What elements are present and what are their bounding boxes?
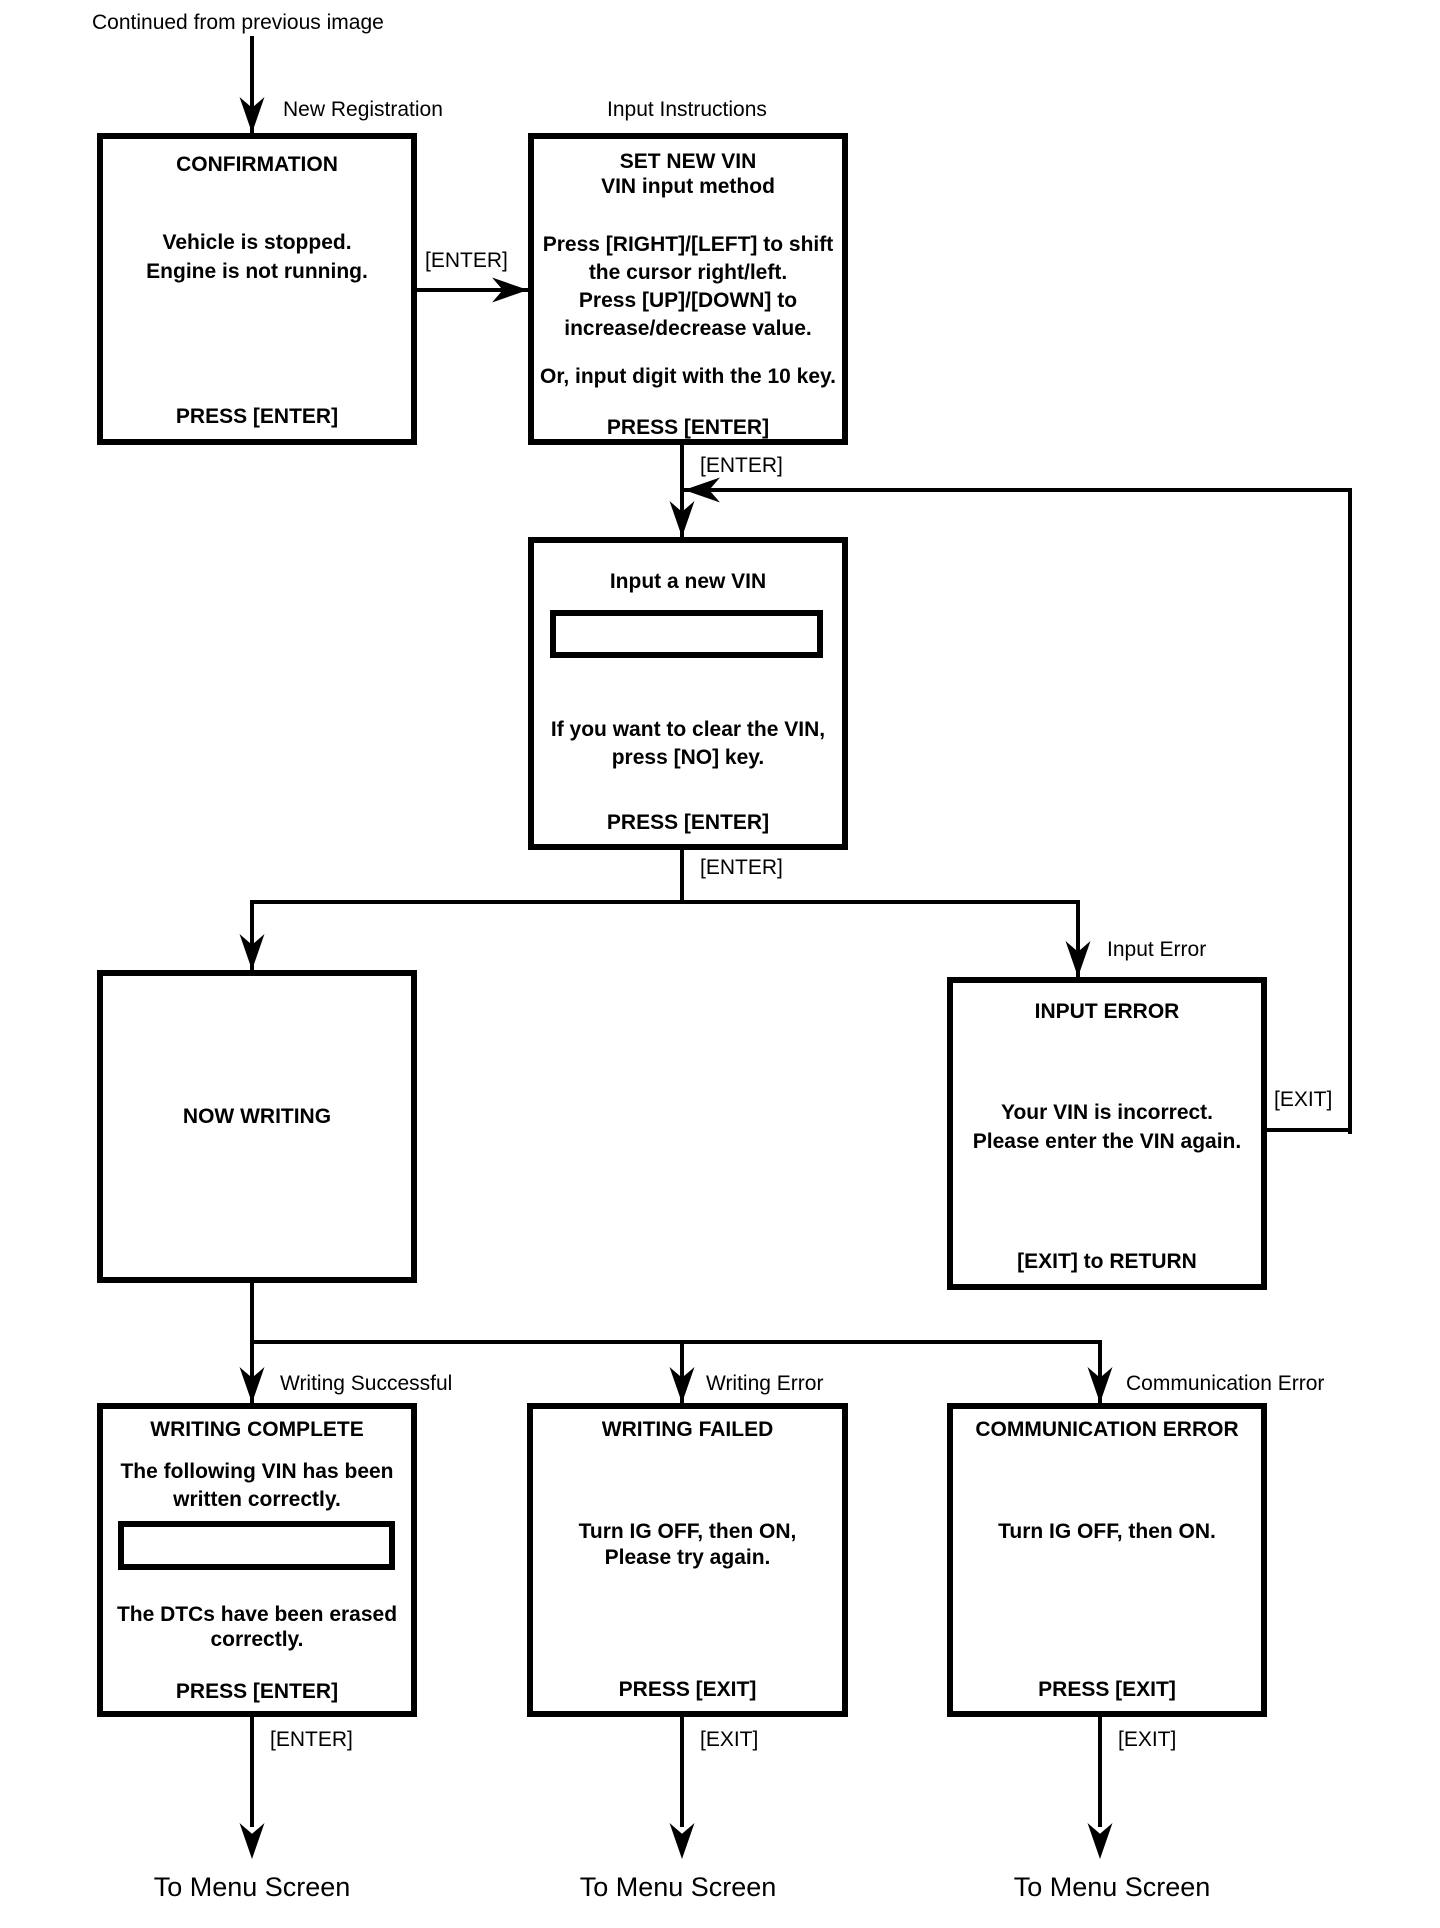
enter-label-bottom: [ENTER] (270, 1728, 353, 1751)
communication-error-line1: Turn IG OFF, then ON. (998, 1520, 1216, 1543)
connector-to-now-writing (250, 900, 254, 970)
writing-complete-line1: The following VIN has been (120, 1460, 394, 1483)
enter-label-split: [ENTER] (700, 856, 783, 879)
connector-to-writing-failed (680, 1340, 684, 1403)
communication-error-label: Communication Error (1126, 1372, 1325, 1395)
confirmation-title: CONFIRMATION (176, 153, 338, 176)
arrow-menu-3-icon (1087, 1823, 1113, 1859)
now-writing-title: NOW WRITING (182, 1105, 332, 1128)
enter-label-top: [ENTER] (425, 249, 508, 272)
input-error-box: INPUT ERROR Your VIN is incorrect. Pleas… (947, 977, 1267, 1290)
writing-complete-line3: The DTCs have been erased (116, 1603, 398, 1626)
connector-to-communication-error (1098, 1340, 1102, 1403)
set-new-vin-line1: Press [RIGHT]/[LEFT] to shift (542, 233, 834, 256)
connector-failed-exit (680, 1717, 684, 1827)
writing-failed-box: WRITING FAILED Turn IG OFF, then ON, Ple… (527, 1403, 848, 1717)
connector-to-writing-complete (250, 1340, 254, 1403)
writing-failed-line1: Turn IG OFF, then ON, (578, 1520, 797, 1543)
input-error-line2: Please enter the VIN again. (972, 1130, 1242, 1153)
enter-label-junction: [ENTER] (700, 454, 783, 477)
exit-label-bottom-1: [EXIT] (700, 1728, 759, 1751)
set-new-vin-line5: Or, input digit with the 10 key. (540, 365, 836, 388)
writing-complete-title: WRITING COMPLETE (150, 1418, 364, 1441)
set-new-vin-line2: the cursor right/left. (588, 261, 788, 284)
confirmation-line1: Vehicle is stopped. (162, 231, 352, 254)
writing-successful-label: Writing Successful (280, 1372, 453, 1395)
set-new-vin-box: SET NEW VIN VIN input method Press [RIGH… (528, 133, 848, 445)
exit-label-return: [EXIT] (1274, 1088, 1333, 1111)
set-new-vin-footer: PRESS [ENTER] (606, 416, 770, 439)
arrow-menu-2-icon (669, 1823, 695, 1859)
input-new-vin-footer: PRESS [ENTER] (606, 811, 770, 834)
connector-complete-exit (250, 1717, 254, 1827)
to-menu-screen-2: To Menu Screen (579, 1872, 777, 1902)
input-error-line1: Your VIN is incorrect. (1001, 1101, 1213, 1124)
set-new-vin-line4: increase/decrease value. (564, 317, 812, 340)
writing-failed-footer: PRESS [EXIT] (618, 1678, 757, 1701)
connector-split-2 (250, 1340, 1102, 1344)
new-registration-label: New Registration (283, 98, 443, 121)
confirmation-footer: PRESS [ENTER] (175, 405, 339, 428)
connector-now-writing-down (250, 1283, 254, 1344)
communication-error-title: COMMUNICATION ERROR (975, 1418, 1239, 1441)
communication-error-footer: PRESS [EXIT] (1038, 1678, 1176, 1701)
input-new-vin-box: Input a new VIN If you want to clear the… (528, 537, 848, 850)
connector-inputvin-down (680, 850, 684, 904)
to-menu-screen-3: To Menu Screen (1013, 1872, 1211, 1902)
set-new-vin-title1: SET NEW VIN (619, 150, 757, 173)
input-error-title: INPUT ERROR (1034, 1000, 1180, 1023)
connector-entry-line (250, 36, 254, 133)
vin-input-field (550, 610, 823, 658)
connector-exit-return-bottom (1267, 1128, 1352, 1132)
input-instructions-label: Input Instructions (607, 98, 767, 121)
set-new-vin-line3: Press [UP]/[DOWN] to (578, 289, 798, 312)
writing-complete-line2: written correctly. (173, 1488, 341, 1511)
set-new-vin-title2: VIN input method (601, 175, 775, 198)
input-new-vin-title: Input a new VIN (609, 570, 767, 593)
input-error-branch-label: Input Error (1107, 938, 1207, 961)
writing-complete-line4: correctly. (210, 1628, 304, 1651)
connector-setnewvin-down (680, 445, 684, 537)
connector-split-1 (250, 900, 1080, 904)
input-error-footer: [EXIT] to RETURN (1017, 1250, 1197, 1273)
writing-error-label: Writing Error (706, 1372, 824, 1395)
connector-exit-return-right (1348, 488, 1352, 1134)
connector-to-input-error (1076, 900, 1080, 977)
arrow-menu-1-icon (239, 1823, 265, 1859)
connector-exit-return-top (684, 488, 1352, 492)
writing-failed-title: WRITING FAILED (601, 1418, 774, 1441)
vin-display-field (118, 1521, 395, 1570)
confirmation-line2: Engine is not running. (146, 260, 368, 283)
confirmation-box: CONFIRMATION Vehicle is stopped. Engine … (97, 133, 417, 445)
writing-complete-box: WRITING COMPLETE The following VIN has b… (97, 1403, 417, 1717)
input-new-vin-line1: If you want to clear the VIN, (550, 718, 826, 741)
writing-complete-footer: PRESS [ENTER] (175, 1680, 339, 1703)
connector-confirmation-to-setnewvin (417, 288, 528, 292)
communication-error-box: COMMUNICATION ERROR Turn IG OFF, then ON… (947, 1403, 1267, 1717)
connector-commerror-exit (1098, 1717, 1102, 1827)
input-new-vin-line2: press [NO] key. (611, 746, 765, 769)
writing-failed-line2: Please try again. (604, 1546, 771, 1569)
continued-from-previous-label: Continued from previous image (92, 11, 384, 34)
to-menu-screen-1: To Menu Screen (153, 1872, 351, 1902)
exit-label-bottom-2: [EXIT] (1118, 1728, 1177, 1751)
now-writing-box: NOW WRITING (97, 970, 417, 1283)
